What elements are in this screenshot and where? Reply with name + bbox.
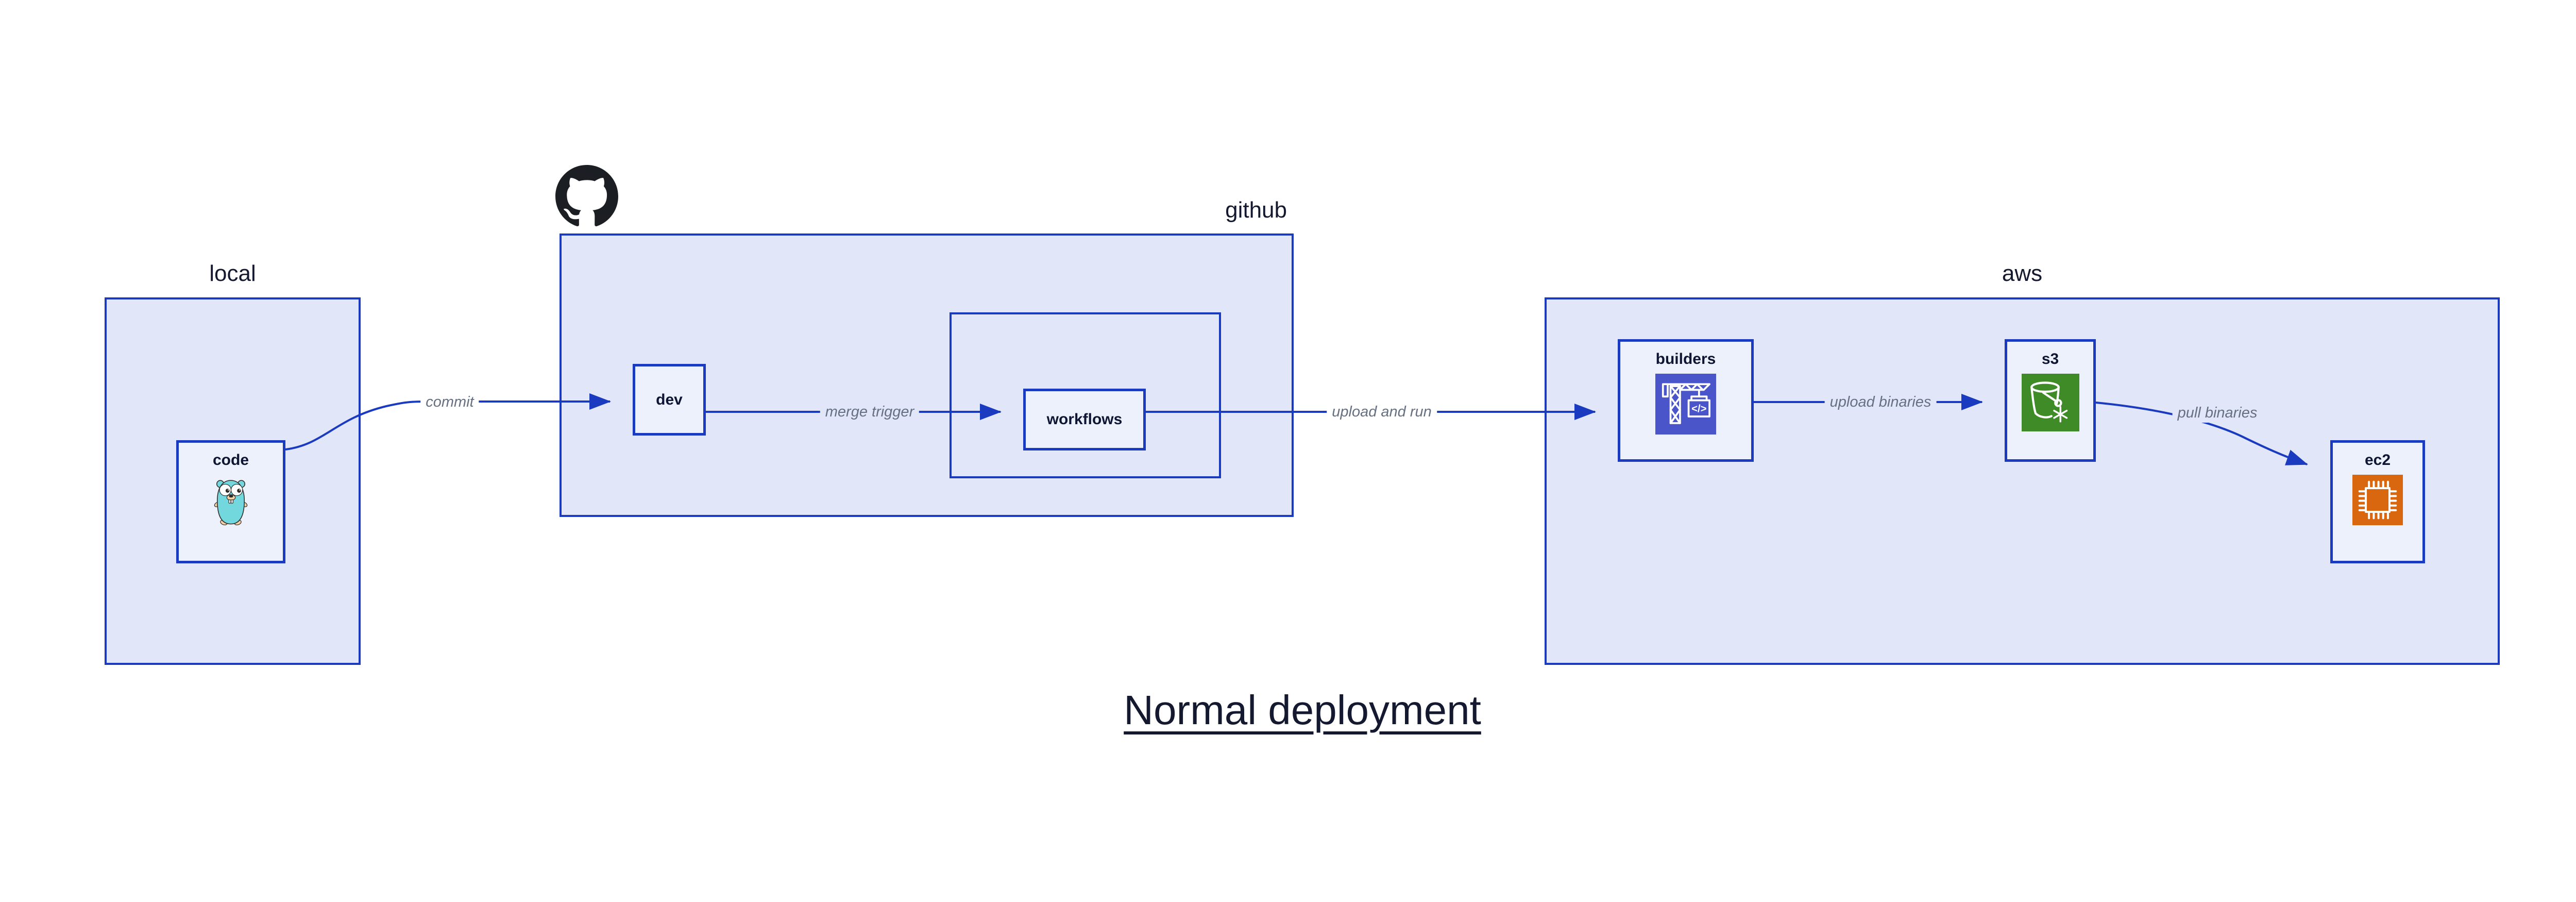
node-code-label: code (212, 452, 249, 469)
node-builders: builders </> (1618, 339, 1754, 462)
node-ec2-label: ec2 (2364, 452, 2391, 469)
diagram-title: Normal deployment (1124, 687, 1481, 733)
edge-upload-and-run-label: upload and run (1327, 402, 1437, 422)
gopher-icon (214, 480, 248, 526)
edge-commit-label: commit (420, 392, 479, 412)
octocat-icon (555, 165, 618, 226)
node-s3: s3 (2005, 339, 2096, 462)
master-container-box (950, 312, 1221, 478)
node-workflows: workflows (1023, 389, 1146, 450)
node-code: code (176, 440, 285, 563)
node-s3-label: s3 (2041, 350, 2059, 368)
edge-merge-trigger-label: merge trigger (820, 402, 920, 422)
local-container-label: local (209, 261, 256, 286)
edge-pull-binaries-label: pull binaries (2172, 403, 2263, 423)
chip-icon (2352, 475, 2403, 525)
bucket-snowflake-icon (2021, 374, 2079, 431)
code-glyph: </> (1691, 404, 1706, 415)
node-dev: dev (633, 364, 706, 436)
node-ec2: ec2 (2330, 440, 2425, 563)
node-builders-label: builders (1655, 350, 1716, 368)
github-container-label: github (1225, 197, 1287, 223)
edge-upload-binaries-label: upload binaries (1824, 392, 1937, 412)
node-dev-label: dev (656, 391, 683, 408)
edge-pull-binaries-path (2095, 402, 2308, 465)
node-workflows-label: workflows (1046, 411, 1123, 428)
aws-container-label: aws (2002, 261, 2043, 286)
edge-commit-path (285, 393, 611, 450)
crane-icon: </> (1655, 374, 1716, 435)
